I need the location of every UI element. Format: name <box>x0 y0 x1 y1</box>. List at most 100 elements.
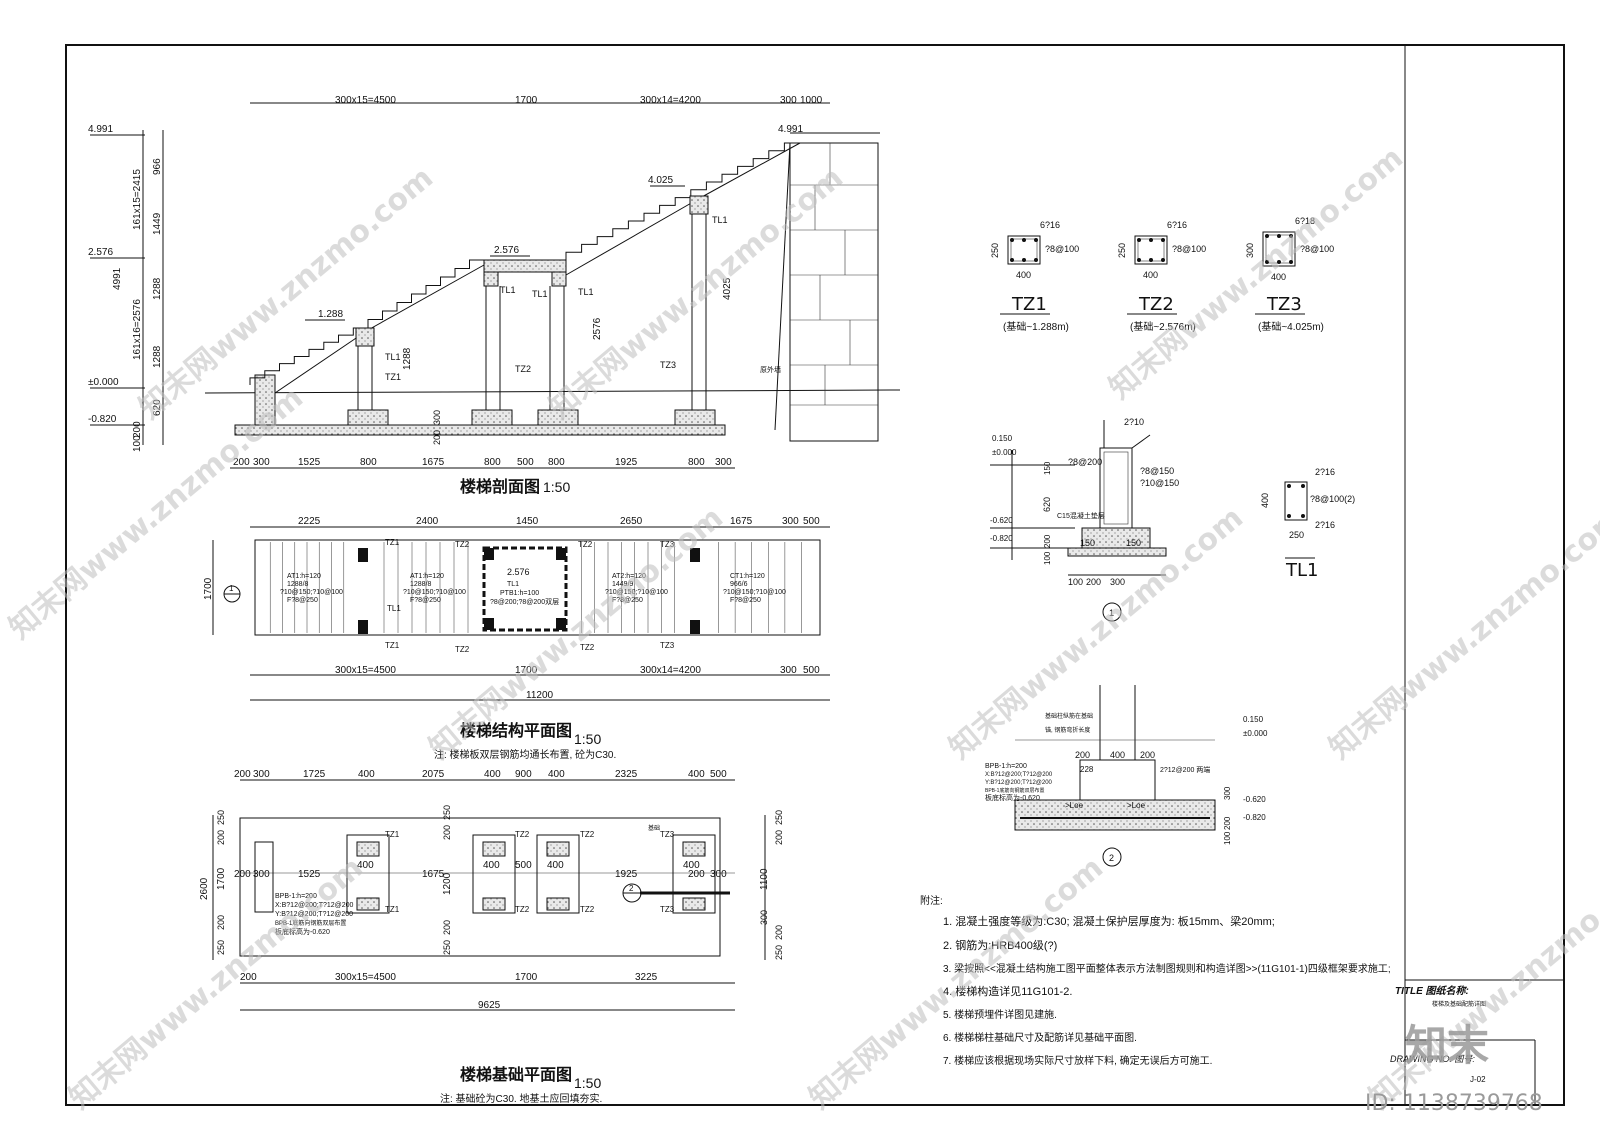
col-stirrup: ?8@100 <box>1045 244 1079 254</box>
plan-tag: TZ3 <box>660 540 675 549</box>
plan-bot-dim: 1700 <box>515 665 538 676</box>
col-bar: 6?16 <box>1167 220 1187 230</box>
d1-dim: 200 <box>1043 534 1052 548</box>
d2-note: 基础柱纵筋在基础 <box>1045 712 1093 720</box>
fnd-mid-dim: 400 <box>357 860 374 871</box>
plan-tag: TZ1 <box>385 641 400 650</box>
plan-tag: TZ1 <box>385 538 400 547</box>
sec-top-dim-0: 300x15=4500 <box>335 95 396 106</box>
fnd-marker: 2 <box>629 884 634 893</box>
d1-label: ?8@150 <box>1140 466 1174 476</box>
fnd-mid-dim: 200 <box>234 869 251 880</box>
col-name: TZ1 <box>1011 294 1047 315</box>
plan-top-dim: 300 <box>782 516 799 527</box>
title-block: TITLE 图纸名称: 楼梯及基础配筋详图 DRAWING NO. 图号: J-… <box>1390 985 1486 1084</box>
d1-elev: 0.150 <box>992 434 1013 443</box>
fnd-top-dim: 500 <box>710 769 727 780</box>
sec-bot-dim: 500 <box>517 457 534 468</box>
col-w: 400 <box>1271 272 1286 282</box>
fnd-inner-dim: 250 <box>442 940 452 955</box>
d2-dim: 300 <box>1223 786 1232 800</box>
note-item: 6. 楼梯梯柱基础尺寸及配筋详见基础平面图. <box>943 1031 1137 1044</box>
d2-bpb: X:B?12@200;T?12@200 <box>985 772 1053 778</box>
plan-bot-dim: 300x15=4500 <box>335 665 396 676</box>
fnd-left-dim: 200 <box>216 830 226 845</box>
col-w: 400 <box>1016 270 1031 280</box>
fnd-top-dim: 400 <box>358 769 375 780</box>
d2-dim: 400 <box>1110 750 1125 760</box>
col-stirrup: ?8@100 <box>1300 244 1334 254</box>
note-item: 1. 混凝土强度等级为:C30; 混凝土保护层厚度为: 板15mm、梁20mm; <box>943 914 1275 928</box>
d1-label: 2?10 <box>1124 417 1144 427</box>
plan-top-dim: 2400 <box>416 516 439 527</box>
slab-label: ?10@150;?10@100 <box>723 589 786 596</box>
section-title: 楼梯剖面图 <box>460 477 540 496</box>
d1-label: ?10@150 <box>1140 478 1179 488</box>
fnd-top-dim: 2325 <box>615 769 638 780</box>
tag-tl1: TL1 <box>532 289 548 299</box>
sec-bot-dim: 800 <box>688 457 705 468</box>
plan-bot-dim: 300x14=4200 <box>640 665 701 676</box>
section-scale: 1:50 <box>543 479 570 495</box>
sec-top-dim-3: 300 <box>780 95 797 106</box>
elev-label: 2.576 <box>88 247 113 258</box>
fnd-tag: TZ1 <box>385 905 400 914</box>
fnd-tag: TZ2 <box>515 905 530 914</box>
bpb-label: BPB-1:h=200 <box>275 893 317 900</box>
slab-label: F?8@250 <box>730 597 761 604</box>
d2-marker: 2 <box>1109 853 1114 863</box>
column-texts: 6?16 ?8@100 250 400 TZ1 (基础~1.288m) 6?16… <box>990 216 1355 581</box>
stair-flight-1 <box>249 327 368 385</box>
wall-note: 原外墙 <box>760 365 781 374</box>
col-range: (基础~2.576m) <box>1130 320 1196 333</box>
watermark-logo: 知末 <box>1405 1021 1489 1070</box>
sec-left-dim: 161x15=2415 <box>132 169 143 230</box>
detail-2-texts: 0.150 ±0.000 -0.620 -0.820 基础柱纵筋在基础 锚, 钢… <box>985 712 1268 863</box>
detail-1-texts: 0.150 ±0.000 -0.620 -0.820 2?10 ?8@200 ?… <box>990 417 1179 618</box>
plan-texts: 2225 2400 1450 2650 1675 300 500 300x15=… <box>203 516 820 761</box>
sec-bot-dim: 300 <box>253 457 270 468</box>
tag-tz2: TZ2 <box>515 364 531 374</box>
level-label: 1.288 <box>318 309 343 320</box>
d1-elev: -0.820 <box>990 534 1013 543</box>
col-range: (基础~1.288m) <box>1003 320 1069 333</box>
tl1-w: 250 <box>1289 530 1304 540</box>
watermark-id: ID: 1138739768 <box>1365 1091 1543 1116</box>
fnd-right-dim: 1100 <box>759 868 770 890</box>
fnd-mid-dim: 400 <box>547 860 564 871</box>
plan-top-dim: 2225 <box>298 516 321 527</box>
slab-label: CT1:h=120 <box>730 573 765 580</box>
fnd-mid-dim: 400 <box>483 860 500 871</box>
sec-height: 300 <box>432 410 442 425</box>
fnd-bot-dim: 3225 <box>635 972 658 983</box>
tl1-h: 400 <box>1260 493 1270 508</box>
fnd-bot-dim: 1700 <box>515 972 538 983</box>
watermark: 知末网www.znzmo.com <box>1323 500 1600 766</box>
d2-dim: 100 <box>1223 831 1232 845</box>
tb-drawing-no: J-02 <box>1470 1075 1486 1084</box>
slab-label: ?10@150;?10@100 <box>280 589 343 596</box>
fnd-right-dim: 250 <box>774 945 784 960</box>
tl1-stirrup: ?8@100(2) <box>1310 494 1355 504</box>
d2-elev: ±0.000 <box>1243 729 1268 738</box>
sec-left-dim: 1288 <box>152 345 163 368</box>
bpb-label: BPB-1底筋向钢筋双层布置 <box>275 919 346 927</box>
plan-side-dim: 1700 <box>203 577 214 600</box>
d1-elev: ±0.000 <box>992 448 1017 457</box>
level-label: 4.025 <box>648 175 673 186</box>
landing-rebar: ?8@200;?8@200双层 <box>490 598 559 606</box>
slab-label: 1288/8 <box>287 581 309 588</box>
sec-top-dim-4: 1000 <box>800 95 823 106</box>
sec-top-dim-2: 300x14=4200 <box>640 95 701 106</box>
fnd-top-dim: 400 <box>688 769 705 780</box>
slab-label: AT1:h=120 <box>287 573 321 580</box>
d1-dim: 200 <box>1086 577 1101 587</box>
sec-bot-dim: 800 <box>484 457 501 468</box>
d2-elev: 0.150 <box>1243 715 1264 724</box>
watermark: 知末网www.znzmo.com <box>803 850 1110 1116</box>
sec-bot-dim: 1925 <box>615 457 638 468</box>
fnd-inner-dim: 1200 <box>442 872 453 895</box>
d2-label: 2?12@200 两端 <box>1160 765 1210 774</box>
col-h: 250 <box>1117 243 1127 258</box>
plan-tag: TZ3 <box>660 641 675 650</box>
